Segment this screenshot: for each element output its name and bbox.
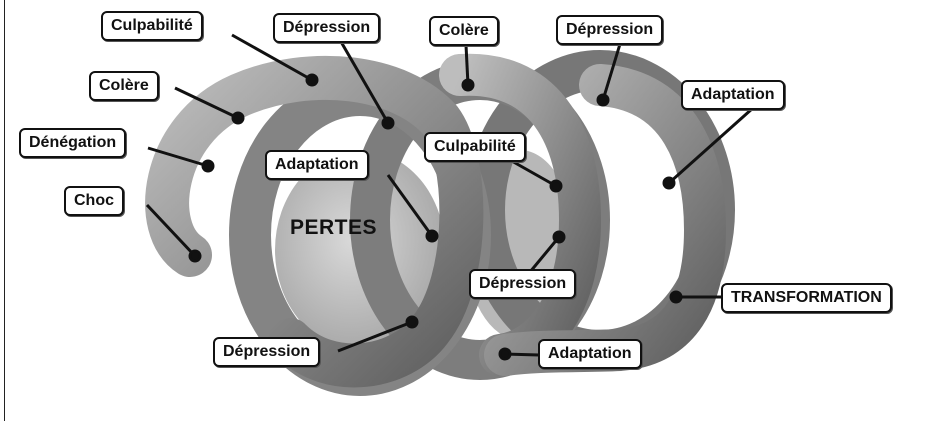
- label-depression-top-right: Dépression: [556, 15, 663, 45]
- label-adaptation-right: Adaptation: [681, 80, 785, 110]
- center-label-pertes: PERTES: [290, 216, 377, 240]
- label-culpabilite-center: Culpabilité: [424, 132, 526, 162]
- label-adaptation-center: Adaptation: [265, 150, 369, 180]
- label-adaptation-bottom: Adaptation: [538, 339, 642, 369]
- label-denegation: Dénégation: [19, 128, 126, 158]
- label-depression-bottom: Dépression: [213, 337, 320, 367]
- label-colere-left: Colère: [89, 71, 159, 101]
- label-culpabilite-top: Culpabilité: [101, 11, 203, 41]
- label-colere-top: Colère: [429, 16, 499, 46]
- label-depression-center: Dépression: [469, 269, 576, 299]
- label-choc: Choc: [64, 186, 124, 216]
- label-transformation: TRANSFORMATION: [721, 283, 892, 313]
- label-depression-top: Dépression: [273, 13, 380, 43]
